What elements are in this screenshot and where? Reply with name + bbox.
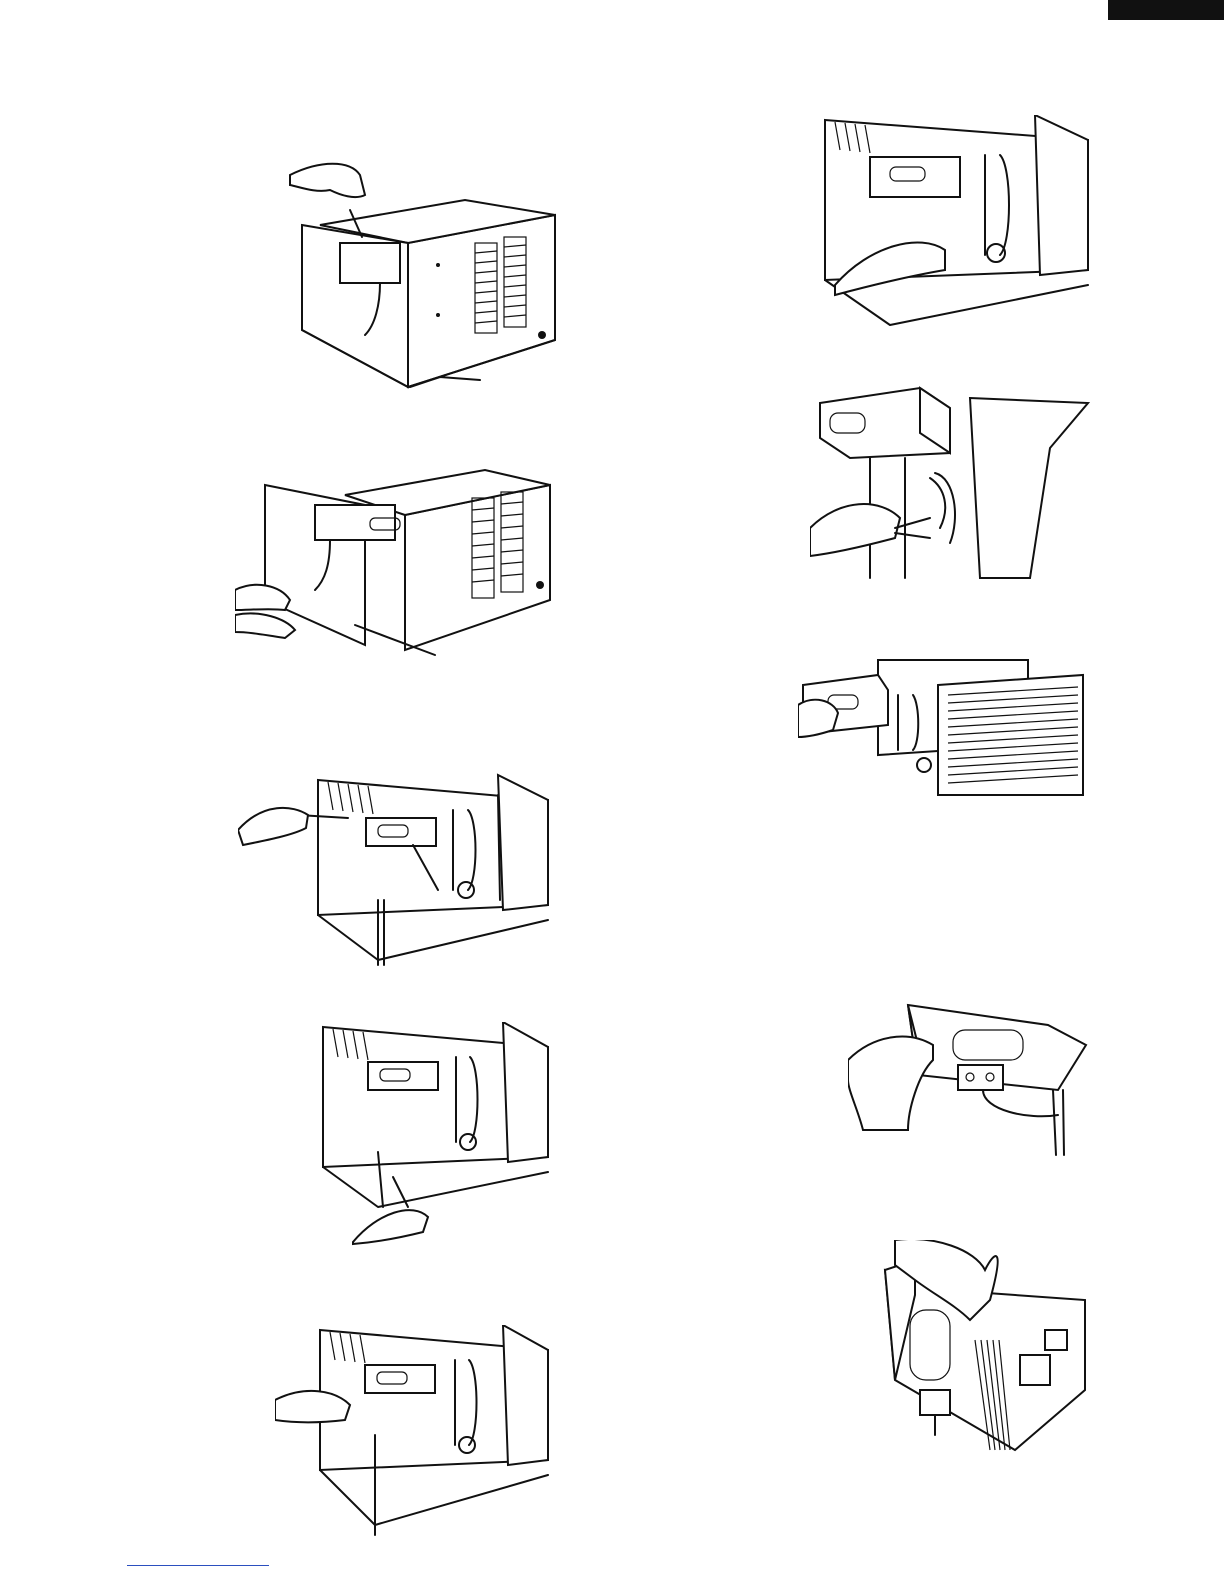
footer-link-underline bbox=[127, 1565, 269, 1566]
figure-chassis-hand-on-wiring bbox=[275, 1325, 558, 1540]
figure-control-box-screw-removal bbox=[848, 1000, 1088, 1160]
figure-control-box-pliers bbox=[810, 378, 1092, 583]
figure-unit-front-screwdriver bbox=[280, 155, 570, 395]
figure-control-box-removed-condenser bbox=[798, 655, 1090, 800]
figure-control-box-inside-wiring bbox=[875, 1240, 1090, 1458]
figure-chassis-hand-inside-front bbox=[820, 115, 1098, 335]
figure-chassis-screwdriver-control-box bbox=[238, 770, 558, 970]
figure-chassis-screwdriver-lower bbox=[318, 1022, 558, 1247]
figure-unit-pull-chassis bbox=[235, 460, 555, 665]
page-tab-marker bbox=[1108, 0, 1224, 20]
